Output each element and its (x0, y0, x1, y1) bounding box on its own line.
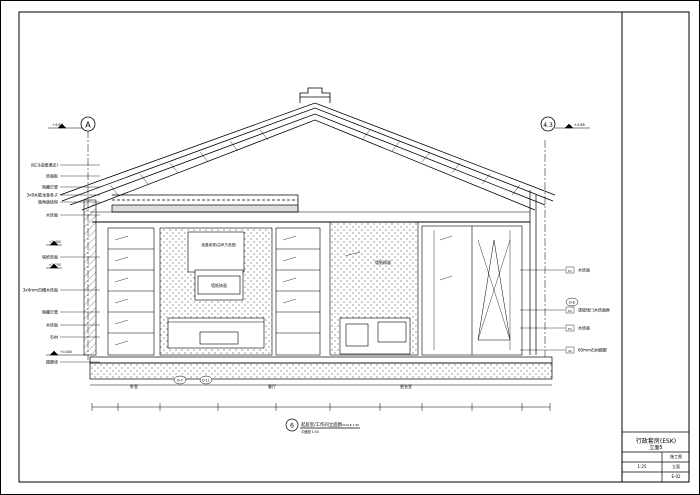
level-mid-left-2: +2.700 (49, 263, 61, 267)
wardrobe-left (107, 227, 155, 356)
left-callout-8: 3x4mm凹槽木饰面 (23, 287, 58, 293)
left-callout-10: 木饰面 (46, 322, 58, 328)
overlay-label: 墙纸饰面 (375, 259, 391, 265)
glass-cabinet (421, 225, 523, 356)
title-type: 立面 (672, 464, 680, 469)
wardrobe-center (275, 227, 321, 356)
caption-scale: SCALE 1:50 (342, 423, 359, 427)
right-tag-4: S1 (568, 349, 572, 353)
roof (59, 87, 556, 211)
room-label-2: 客厅 (268, 383, 276, 389)
right-callout-1: 木饰面 (578, 267, 590, 273)
level-markers (46, 123, 590, 356)
section-tag-1: D-7 (177, 379, 183, 383)
left-callouts (60, 164, 100, 363)
right-callout-2: 清玻璃门木饰面框 (578, 307, 610, 313)
room-label-3: 更衣室 (400, 383, 412, 389)
title-stage: 施工图 (670, 454, 682, 459)
left-wall-column (83, 199, 97, 356)
right-feature-wall (329, 221, 419, 356)
ceiling-soffit (90, 194, 530, 223)
left-callout-2: 饰面板 (46, 173, 58, 179)
right-tag-3: P1 (568, 327, 572, 331)
level-mid-left-1: +2.400 (49, 240, 61, 244)
left-callout-labels: 风口(由暖通定) 饰面板 暗藏灯管 3x9木筋龙骨条子 暗角版结构 木饰面 墙纸… (23, 162, 59, 365)
inner-frame (18, 11, 690, 483)
grid-label-4-3: 4.3 (543, 122, 553, 129)
grid-bubble-a: A (80, 116, 96, 132)
left-callout-11: 石材 (50, 334, 58, 340)
caption-sub: 平面图 1:50 (301, 430, 319, 434)
level-top-left: +4.68 (52, 123, 63, 127)
title-block (622, 431, 689, 482)
roof-rafters (109, 129, 521, 196)
left-callout-3: 暗藏灯管 (42, 184, 58, 190)
left-callout-9: 暗藏灯管 (42, 309, 58, 315)
right-callout-4: 60mm石材踢脚 (578, 347, 607, 353)
section-tags: D-7 D-11 D-8 (173, 297, 579, 385)
right-callout-3: 木饰面 (578, 325, 590, 331)
caption-number: 6 (290, 423, 294, 430)
level-top-right: +4.68 (574, 123, 585, 127)
grid-label-a: A (85, 121, 91, 130)
title-sheet-no: E-02 (671, 474, 681, 479)
caption-title: 起居室/工作间立面图 (301, 421, 343, 428)
feature-panel-label: 墙纸饰面 (211, 282, 227, 288)
title-project: 行政套房(ESK) (635, 438, 677, 445)
left-callout-7: 墙纸饰面 (42, 254, 58, 260)
left-callout-4: 3x9木筋龙骨条子 (27, 192, 58, 198)
left-callout-1: 风口(由暖通定) (31, 162, 59, 168)
right-tag-2: P2 (568, 309, 572, 313)
feature-wall (159, 227, 273, 356)
right-tag-1: P1 (568, 269, 572, 273)
title-drawing: 立面5 (649, 445, 663, 451)
room-label-1: 卧室 (130, 383, 138, 389)
dimension-line (91, 403, 551, 411)
section-tag-2: D-11 (202, 379, 210, 383)
left-callout-12: 踢脚线 (46, 359, 58, 365)
section-tag-3: D-8 (569, 301, 575, 305)
left-callout-6: 木饰面 (46, 212, 58, 218)
drawing-caption: 6 起居室/工作间立面图 SCALE 1:50 平面图 1:50 (285, 418, 360, 434)
level-ground: +0.000 (60, 350, 72, 354)
title-scale: 1:25 (637, 464, 647, 469)
floor-slab (89, 356, 553, 386)
right-callout-labels: P1 P2 P1 S1 木饰面 清玻璃门木饰面框 木饰面 60mm石材踢脚 (568, 267, 610, 353)
grid-bubble-4-3: 4.3 (540, 116, 556, 132)
left-callout-5: 暗角版结构 (38, 199, 58, 205)
right-callouts (520, 266, 575, 354)
tv-label: 液晶电视(由甲方选型) (201, 242, 237, 247)
